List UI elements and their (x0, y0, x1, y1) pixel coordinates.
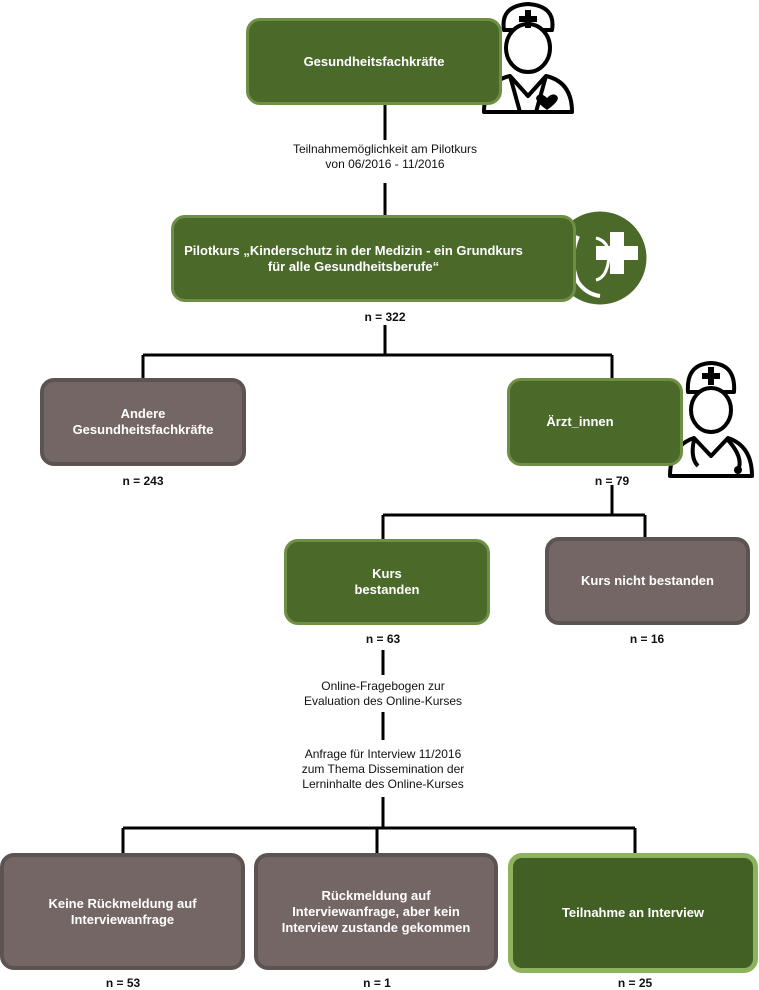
node-physicians: Ärzt_innen (507, 378, 683, 466)
node-label: Rückmeldung auf Interviewanfrage, aber k… (281, 887, 471, 935)
count-passed: n = 63 (365, 632, 401, 646)
node-course-not-passed: Kurs nicht bestanden (545, 537, 750, 625)
label-questionnaire: Online-Fragebogen zur Evaluation des Onl… (303, 679, 463, 708)
count-interview: n = 25 (617, 976, 653, 990)
node-label: Teilnahme an Interview (561, 905, 705, 920)
count-response-no-interview: n = 1 (363, 976, 391, 990)
node-label: Kurs bestanden (354, 566, 420, 597)
node-label: Ärzt_innen (546, 414, 614, 429)
node-health-professionals: Gesundheitsfachkräfte (246, 18, 502, 105)
count-pilot-course: n = 322 (364, 310, 406, 324)
node-label: Andere Gesundheitsfachkräfte (72, 406, 214, 437)
node-response-no-interview: Rückmeldung auf Interviewanfrage, aber k… (254, 853, 498, 970)
node-no-response: Keine Rückmeldung auf Interviewanfrage (0, 853, 245, 970)
node-label: Gesundheitsfachkräfte (303, 53, 445, 69)
count-not-passed: n = 16 (629, 632, 665, 646)
label-participation: Teilnahmemöglichkeit am Pilotkurs von 06… (292, 142, 478, 171)
node-interview-participation: Teilnahme an Interview (508, 853, 758, 973)
count-physicians: n = 79 (594, 474, 630, 488)
node-other-professionals: Andere Gesundheitsfachkräfte (40, 378, 246, 466)
node-course-passed: Kurs bestanden (284, 539, 490, 625)
count-other-professionals: n = 243 (122, 474, 164, 488)
node-label: Pilotkurs „Kinderschutz in der Medizin -… (184, 242, 523, 274)
count-no-response: n = 53 (105, 976, 141, 990)
node-pilot-course: Pilotkurs „Kinderschutz in der Medizin -… (171, 215, 576, 302)
node-label: Kurs nicht bestanden (581, 573, 714, 588)
node-label: Keine Rückmeldung auf Interviewanfrage (48, 895, 197, 927)
label-interview-request: Anfrage für Interview 11/2016 zum Thema … (301, 747, 465, 791)
